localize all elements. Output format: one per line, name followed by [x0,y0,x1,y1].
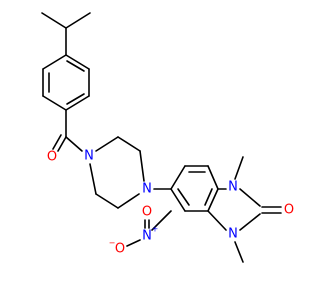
benzene-bond [65,95,90,111]
benzene-inner-bond [66,60,85,72]
imidazolone-n1-label: N [228,180,238,195]
amide-bond [65,136,83,152]
carbonyl-double-bond [57,136,67,152]
carbonyl-double-bond [52,134,62,150]
piperazine-bond [117,136,141,152]
molecule-structure-diagram: O N N N N O N + O O − [41,12,294,263]
nitro-oxygen-left-label: O [115,242,125,257]
benzo-ring-bond [170,165,186,190]
imidazolone-bond [207,210,227,231]
imidazolone-bond [239,213,261,231]
urea-oxygen-label: O [284,203,294,218]
atom-label-layer: O N N N N O N + O O − [47,149,294,257]
benzo-ring-bond [207,165,219,190]
piperazine-bond [95,193,119,209]
piperazine-bond [95,136,119,152]
benzene-bond [42,95,67,111]
imidazolone-n3-label: N [228,227,238,242]
benzo-ring-bond [207,188,219,212]
n1-methyl-bond [234,156,244,180]
benzo-ring-inner-bond [204,188,213,206]
benzene-bond [65,54,90,70]
nitro-nitrogen-label: N [142,229,152,244]
imidazolone-bond [239,188,261,207]
nitro-single-bond [126,239,141,247]
nitro-oxygen-top-label: O [142,205,152,220]
piperazine-nitrogen-aryl-label: N [142,182,152,197]
benzene-inner-bond [66,93,85,105]
benzo-ring-bond [170,188,186,212]
isopropyl-bond [41,12,67,29]
piperazine-bond [139,150,145,182]
isopropyl-bond [65,12,91,29]
piperazine-nitrogen-amide-label: N [84,149,94,164]
nitro-oxygen-left-charge: − [109,239,116,248]
benzene-bond [42,54,67,70]
benzo-ring-inner-bond [177,188,190,206]
nitro-nitrogen-charge: + [152,225,159,234]
nitro-bond [151,210,172,231]
piperazine-bond [117,193,140,209]
carbonyl-oxygen-label: O [47,150,57,165]
bond-layer [41,12,282,263]
piperazine-bond [89,163,97,195]
n3-methyl-bond [234,241,244,263]
